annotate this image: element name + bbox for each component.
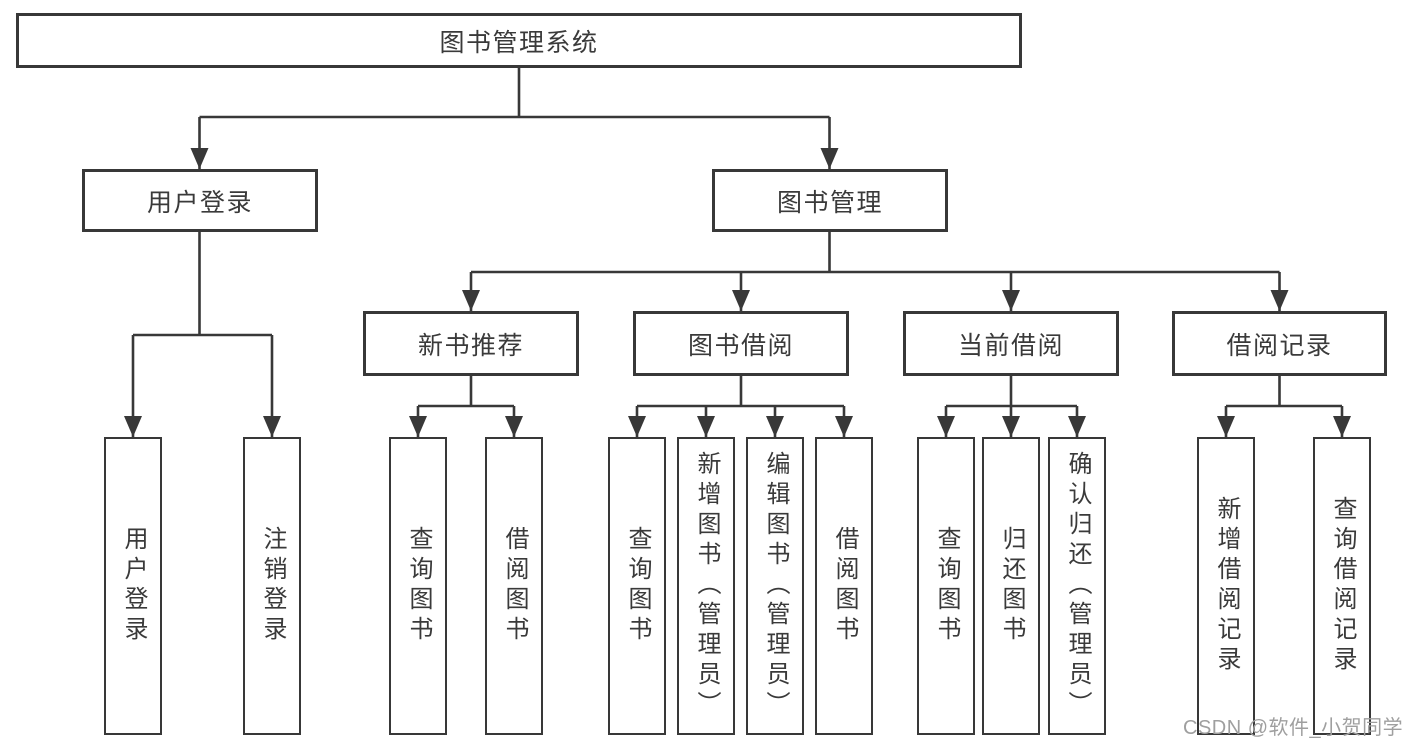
leaf-borrow-books-recommend: 借阅图书 (485, 437, 543, 735)
leaf-add-borrow-record-label: 新增借阅记录 (1213, 496, 1240, 676)
leaf-user-login-label: 用户登录 (120, 526, 147, 646)
leaf-confirm-return-admin-label: 确认归还（管理员） (1064, 451, 1091, 721)
node-user-login-label: 用户登录 (146, 188, 253, 217)
leaf-borrow-books-recommend-label: 借阅图书 (501, 526, 528, 646)
node-root-label: 图书管理系统 (439, 28, 599, 57)
csdn-watermark: CSDN @软件_小贺同学 (1183, 717, 1404, 739)
leaf-edit-books-admin: 编辑图书（管理员） (746, 437, 804, 735)
leaf-query-books-recommend-label: 查询图书 (405, 526, 432, 646)
leaf-query-borrow-record-label: 查询借阅记录 (1329, 496, 1356, 676)
node-new-book-recommendation: 新书推荐 (363, 311, 579, 376)
node-user-login: 用户登录 (82, 169, 318, 232)
leaf-query-books-recommend: 查询图书 (389, 437, 447, 735)
leaf-return-books: 归还图书 (982, 437, 1040, 735)
leaf-query-books-borrowing: 查询图书 (608, 437, 666, 735)
leaf-logout-label: 注销登录 (259, 526, 286, 646)
leaf-query-borrow-record: 查询借阅记录 (1313, 437, 1371, 735)
leaf-return-books-label: 归还图书 (998, 526, 1025, 646)
leaf-confirm-return-admin: 确认归还（管理员） (1048, 437, 1106, 735)
node-borrowing-records: 借阅记录 (1172, 311, 1387, 376)
leaf-add-books-admin: 新增图书（管理员） (677, 437, 735, 735)
node-book-borrowing: 图书借阅 (633, 311, 849, 376)
leaf-borrow-books-label: 借阅图书 (831, 526, 858, 646)
leaf-query-books-current-label: 查询图书 (933, 526, 960, 646)
node-current-borrowing: 当前借阅 (903, 311, 1119, 376)
leaf-borrow-books: 借阅图书 (815, 437, 873, 735)
node-book-management-label: 图书管理 (776, 188, 883, 217)
node-current-borrowing-label: 当前借阅 (957, 331, 1064, 360)
node-borrowing-records-label: 借阅记录 (1226, 331, 1333, 360)
node-new-book-recommendation-label: 新书推荐 (417, 331, 524, 360)
leaf-add-borrow-record: 新增借阅记录 (1197, 437, 1255, 735)
leaf-user-login: 用户登录 (104, 437, 162, 735)
node-book-borrowing-label: 图书借阅 (687, 331, 794, 360)
leaf-edit-books-admin-label: 编辑图书（管理员） (762, 451, 789, 721)
node-book-management: 图书管理 (712, 169, 948, 232)
leaf-logout: 注销登录 (243, 437, 301, 735)
leaf-query-books-borrowing-label: 查询图书 (624, 526, 651, 646)
node-root-system: 图书管理系统 (16, 13, 1022, 68)
leaf-add-books-admin-label: 新增图书（管理员） (693, 451, 720, 721)
leaf-query-books-current: 查询图书 (917, 437, 975, 735)
